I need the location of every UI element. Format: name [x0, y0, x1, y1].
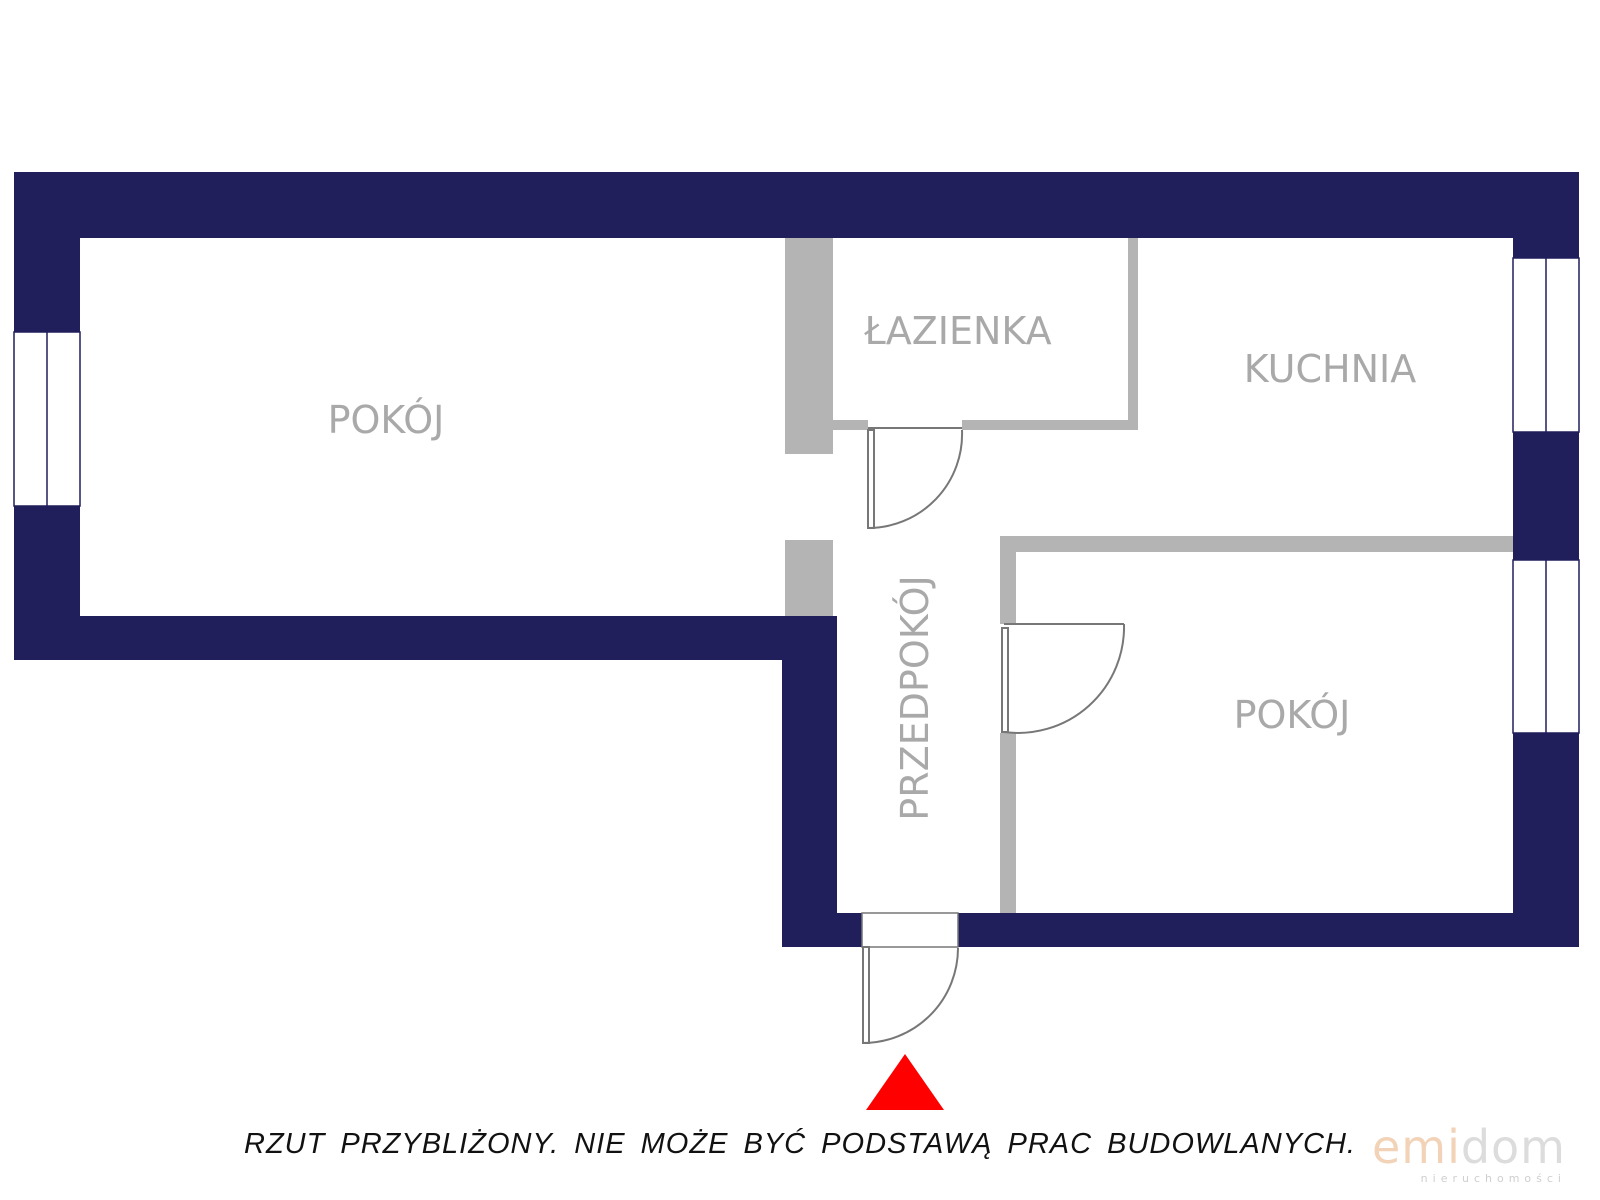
logo-suffix: dom: [1460, 1120, 1566, 1174]
wall-bath-bottom: [833, 420, 868, 430]
wall-hall-room2-lower: [1000, 733, 1016, 913]
wall-bath-kitchen: [1128, 238, 1138, 430]
room-label-pokoj-1: POKÓJ: [328, 398, 445, 442]
windows: [13, 257, 1580, 734]
room-label-pokoj-2: POKÓJ: [1234, 693, 1351, 737]
brand-logo: emidom nieruchomości: [1356, 1124, 1566, 1185]
wall-bottom-right: [958, 913, 1579, 947]
room-label-lazienka: ŁAZIENKA: [863, 309, 1051, 353]
wall-room1-hall-lower: [785, 540, 833, 616]
wall-bottom-left: [14, 616, 837, 660]
window-right-kitchen: [1512, 257, 1580, 433]
logo-wordmark: emidom: [1356, 1124, 1566, 1170]
wall-right-bottom: [1513, 733, 1579, 947]
inner-walls: [785, 238, 1513, 913]
wall-left-upper: [14, 172, 80, 332]
outer-walls: [14, 172, 1579, 947]
door-entrance: [861, 912, 959, 1044]
wall-middle-vertical: [782, 616, 837, 947]
wall-kitchen-room2: [1000, 536, 1513, 552]
door-room2: [1001, 623, 1126, 734]
room-labels: POKÓJ ŁAZIENKA KUCHNIA PRZEDPOKÓJ POKÓJ: [328, 309, 1417, 821]
door-bathroom: [867, 427, 964, 530]
wall-bottom-left-door-jamb: [782, 913, 862, 947]
wall-right-top: [1513, 172, 1579, 258]
disclaimer-caption: RZUT PRZYBLIŻONY. NIE MOŻE BYĆ PODSTAWĄ …: [244, 1128, 1356, 1160]
wall-top: [14, 172, 1579, 238]
wall-right-middle: [1513, 432, 1579, 560]
window-right-room: [1512, 559, 1580, 734]
room-label-kuchnia: KUCHNIA: [1244, 347, 1416, 391]
wall-room1-bath-upper: [785, 238, 833, 454]
wall-hall-room2-upper: [1000, 536, 1016, 624]
logo-prefix: emi: [1371, 1120, 1461, 1174]
window-left: [13, 331, 81, 507]
wall-bath-bottom-right: [962, 420, 1138, 430]
room-label-przedpokoj: PRZEDPOKÓJ: [893, 575, 937, 820]
entrance-marker-triangle: [866, 1054, 944, 1110]
logo-subtitle: nieruchomości: [1420, 1172, 1566, 1185]
doors: [861, 427, 1126, 1044]
